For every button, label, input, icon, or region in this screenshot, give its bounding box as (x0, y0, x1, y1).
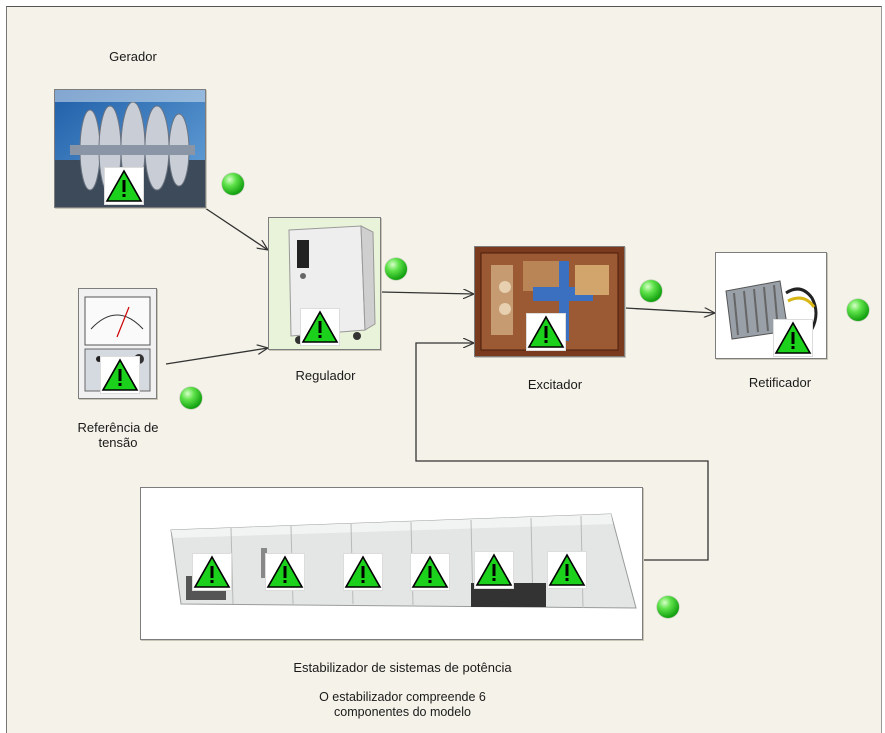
warning-icon[interactable] (104, 167, 144, 205)
status-indicator-retificador (847, 299, 869, 321)
node-label-retificador: Retificador (748, 375, 812, 390)
warning-icon[interactable] (343, 553, 383, 591)
node-label-regulador: Regulador (295, 368, 356, 383)
status-indicator-referencia (180, 387, 202, 409)
status-indicator-estabilizador (657, 596, 679, 618)
status-indicator-excitador (640, 280, 662, 302)
warning-icon[interactable] (410, 553, 450, 591)
warning-icon[interactable] (100, 356, 140, 394)
status-indicator-gerador (222, 173, 244, 195)
node-label-referencia: Referência de tensão (77, 420, 159, 450)
node-label-excitador: Excitador (527, 377, 583, 392)
warning-icon[interactable] (192, 553, 232, 591)
warning-icon[interactable] (547, 551, 587, 589)
node-label-estabilizador: Estabilizador de sistemas de potência (293, 660, 512, 675)
warning-icon[interactable] (773, 319, 813, 357)
warning-icon[interactable] (474, 551, 514, 589)
status-indicator-regulador (385, 258, 407, 280)
warning-icon[interactable] (526, 313, 566, 351)
warning-icon[interactable] (300, 308, 340, 346)
node-excitador[interactable] (474, 246, 625, 357)
node-label-gerador: Gerador (109, 49, 157, 64)
warning-icon[interactable] (265, 553, 305, 591)
stabilizer-note: O estabilizador compreende 6 componentes… (319, 690, 486, 719)
